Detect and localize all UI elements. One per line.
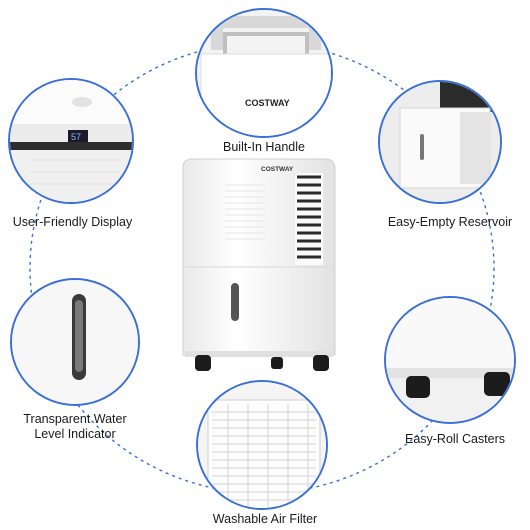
dehumidifier-unit: COSTWAY <box>182 158 336 371</box>
label-easy-empty-reservoir: Easy-Empty Reservoir <box>387 215 513 229</box>
label-water-level-line1: Transparent Water <box>23 412 127 426</box>
display-readout: 57 <box>71 132 81 142</box>
label-water-level: Transparent Water Level Indicator <box>5 412 145 442</box>
feature-filter-image <box>196 380 328 510</box>
label-user-friendly-display: User-Friendly Display <box>12 215 133 229</box>
feature-casters-image <box>384 296 516 424</box>
feature-handle-image: COSTWAY <box>195 8 333 138</box>
feature-water-level-image <box>10 278 140 406</box>
label-water-level-line2: Level Indicator <box>34 427 116 441</box>
brand-logo-text: COSTWAY <box>261 166 294 173</box>
water-window <box>231 283 239 321</box>
feature-display-image: 57 <box>8 78 134 204</box>
side-vent <box>295 173 323 265</box>
wheels <box>195 355 329 371</box>
feature-reservoir-image <box>378 80 502 204</box>
label-built-in-handle: Built-In Handle <box>223 140 305 154</box>
label-easy-roll-casters: Easy-Roll Casters <box>404 432 506 446</box>
label-washable-air-filter: Washable Air Filter <box>212 512 318 526</box>
handle-brand-text: COSTWAY <box>245 98 290 108</box>
